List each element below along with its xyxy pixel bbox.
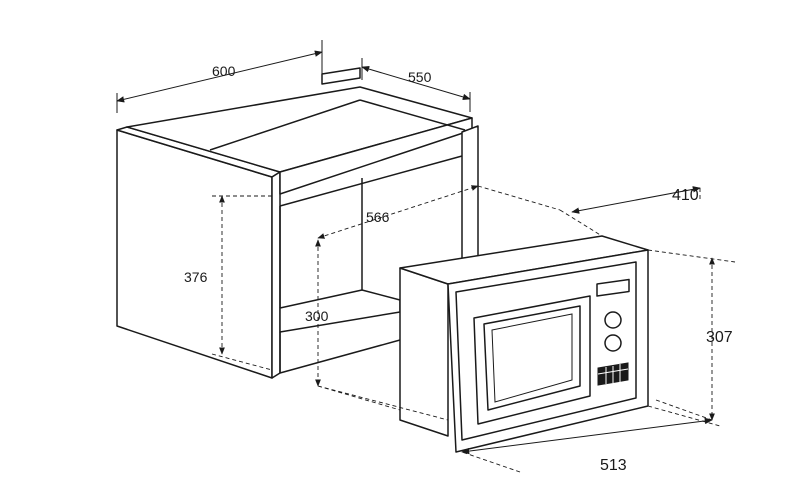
- microwave-window: [483, 305, 581, 411]
- cabinet-left-back-edge: [271, 171, 281, 379]
- dim-cabinet-depth: 550: [408, 69, 432, 85]
- frame-side: [399, 267, 449, 437]
- dim-cabinet-width: 600: [212, 63, 236, 79]
- dim-niche-height: 300: [305, 308, 329, 324]
- control-knob-top: [604, 311, 622, 329]
- dim-frame-depth: 410: [672, 187, 699, 204]
- dim-frame-width: 513: [600, 457, 627, 474]
- dim-frame-height: 307: [706, 329, 733, 346]
- microwave-window-inner: [491, 313, 573, 403]
- dim-opening-depth: 566: [366, 209, 390, 225]
- top-tab: [321, 67, 361, 85]
- microwave-frame: [399, 235, 649, 453]
- control-display: [596, 278, 630, 297]
- cabinet-shelf: [279, 289, 401, 333]
- dim-opening-height: 376: [184, 269, 208, 285]
- control-knob-bottom: [604, 334, 622, 352]
- dimension-lines: [116, 40, 736, 473]
